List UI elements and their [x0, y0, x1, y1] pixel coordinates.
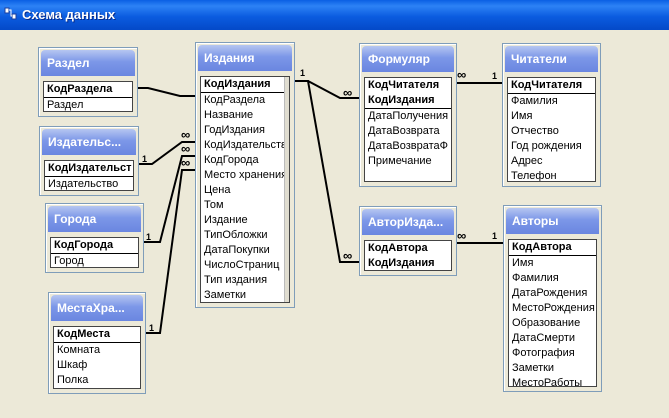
field-item[interactable]: Шкаф: [57, 359, 88, 371]
vertical-scrollbar[interactable]: [284, 77, 289, 302]
table-title[interactable]: МестаХра...: [51, 295, 143, 321]
table-title[interactable]: Издания: [198, 45, 292, 71]
field-item[interactable]: КодМеста: [54, 327, 140, 343]
table-title[interactable]: Авторы: [506, 208, 599, 234]
rel-many-label: ∞: [181, 127, 190, 142]
field-item[interactable]: ГодИздания: [204, 124, 265, 136]
field-item[interactable]: КодЧитателя: [508, 78, 595, 94]
field-item[interactable]: ДатаСмерти: [512, 332, 576, 344]
field-item[interactable]: КодАвтора: [368, 242, 428, 254]
field-item[interactable]: Адрес: [511, 155, 543, 167]
rel-many-label: ∞: [343, 248, 352, 263]
field-item[interactable]: Фамилия: [512, 272, 559, 284]
table-title[interactable]: АвторИзда...: [362, 209, 454, 235]
field-item[interactable]: Цена: [204, 184, 231, 196]
rel-one-label: 1: [142, 154, 148, 164]
field-item[interactable]: Имя: [512, 257, 534, 269]
field-item[interactable]: Раздел: [47, 99, 84, 111]
field-item[interactable]: КодИздания: [201, 77, 289, 93]
field-item[interactable]: Имя: [511, 110, 533, 122]
rel-many-label: ∞: [457, 67, 466, 82]
field-item[interactable]: КодАвтора: [509, 240, 596, 256]
field-item[interactable]: Тип издания: [204, 274, 268, 286]
field-item[interactable]: КодГорода: [51, 238, 138, 254]
field-item[interactable]: КодИздания: [365, 93, 451, 109]
table-title[interactable]: Издательс...: [42, 129, 136, 155]
field-item[interactable]: ДатаВозвратаФ: [368, 140, 448, 152]
rel-one-label: 1: [146, 232, 152, 242]
field-item[interactable]: Том: [204, 199, 224, 211]
rel-one-label: 1: [300, 68, 306, 78]
field-item[interactable]: Заметки: [204, 289, 247, 301]
field-item[interactable]: Издание: [204, 214, 248, 226]
rel-one-label: 1: [492, 231, 498, 241]
field-item[interactable]: Место хранения: [204, 169, 288, 181]
field-item[interactable]: КодИздательст: [45, 161, 133, 177]
field-item[interactable]: Город: [54, 255, 84, 267]
relationships-icon: [4, 7, 17, 20]
field-item[interactable]: КодЧитателя: [368, 79, 440, 91]
field-item[interactable]: ТипОбложки: [204, 229, 268, 241]
field-item[interactable]: ДатаПокупки: [204, 244, 270, 256]
table-title[interactable]: Раздел: [41, 50, 135, 76]
table-title[interactable]: Формуляр: [362, 46, 454, 72]
field-item[interactable]: МестоРаботы: [512, 377, 583, 387]
field-item[interactable]: Название: [204, 109, 254, 121]
field-item[interactable]: КодГорода: [204, 154, 259, 166]
field-item[interactable]: ДатаПолучения: [368, 110, 449, 122]
field-item[interactable]: Фотография: [512, 347, 575, 359]
field-item[interactable]: Издательство: [48, 178, 119, 190]
rel-many-label: ∞: [457, 228, 466, 243]
rel-many-label: ∞: [343, 85, 352, 100]
field-item[interactable]: Образование: [512, 317, 581, 329]
field-item[interactable]: Полка: [57, 374, 89, 386]
field-item[interactable]: КодРаздела: [44, 82, 132, 98]
field-item[interactable]: ЧислоСтраниц: [204, 259, 280, 271]
table-title[interactable]: Читатели: [505, 46, 598, 72]
field-item[interactable]: Примечание: [368, 155, 432, 167]
field-item[interactable]: Комната: [57, 344, 101, 356]
rel-many-label: ∞: [181, 155, 190, 170]
table-title[interactable]: Города: [48, 206, 141, 232]
field-item[interactable]: КодИздания: [365, 256, 451, 270]
field-item[interactable]: КодИздательстε: [204, 139, 286, 151]
field-item[interactable]: ДатаРождения: [512, 287, 588, 299]
rel-one-label: 1: [149, 323, 155, 333]
field-item[interactable]: КодРаздела: [204, 94, 266, 106]
title-bar[interactable]: Схема данных: [0, 0, 669, 30]
rel-many-label: ∞: [181, 141, 190, 156]
field-item[interactable]: Заметки: [512, 362, 555, 374]
field-item[interactable]: МестоРождения: [512, 302, 595, 314]
field-item[interactable]: ДатаВозврата: [368, 125, 440, 137]
field-item[interactable]: Отчество: [511, 125, 559, 137]
field-item[interactable]: Фамилия: [511, 95, 558, 107]
window-title: Схема данных: [22, 7, 116, 22]
field-item[interactable]: Год рождения: [511, 140, 582, 152]
field-item[interactable]: Телефон: [511, 170, 557, 182]
rel-one-label: 1: [492, 71, 498, 81]
